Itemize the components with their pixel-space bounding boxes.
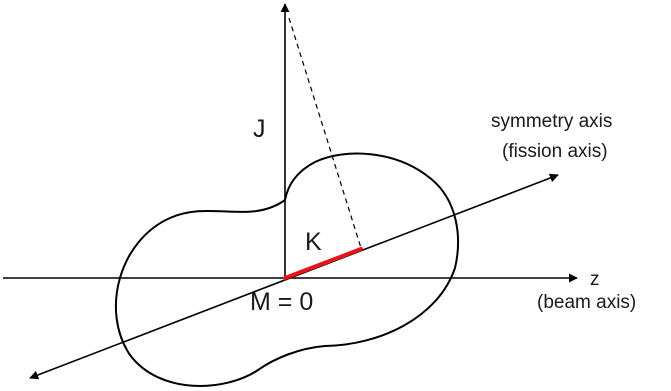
projection-dashed-line — [288, 17, 362, 249]
m-label: M = 0 — [250, 288, 313, 316]
nucleus-outline — [115, 152, 460, 387]
fission-axis-label: (fission axis) — [502, 141, 608, 162]
beam-axis-label: (beam axis) — [537, 292, 636, 313]
symmetry-axis-label: symmetry axis — [491, 111, 612, 132]
j-label: J — [253, 115, 266, 143]
k-projection-segment — [283, 247, 363, 280]
z-label: z — [590, 269, 600, 290]
k-label: K — [305, 228, 322, 256]
